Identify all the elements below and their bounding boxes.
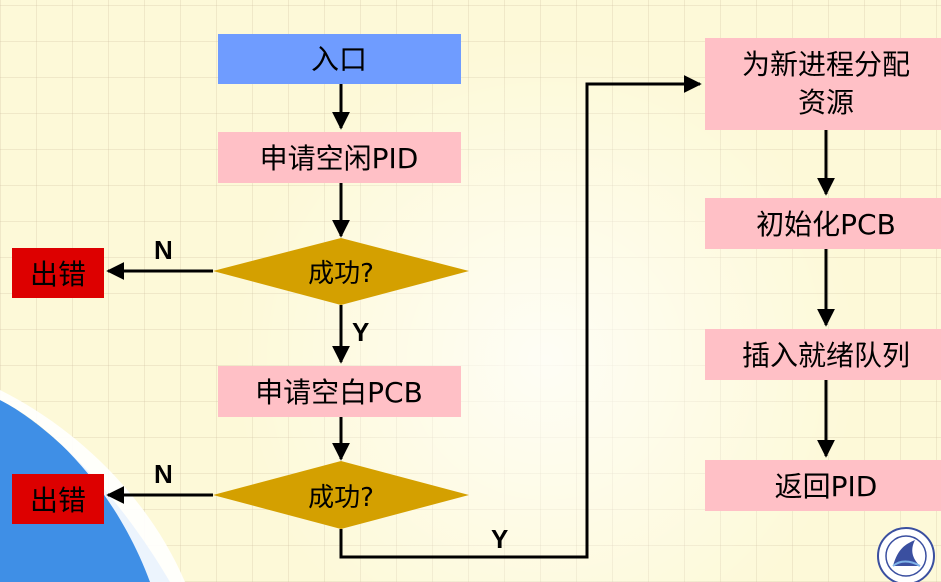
check1-decision [213,238,469,305]
error2-label: 出错 [30,484,86,517]
return-pid-label: 返回PID [775,470,878,503]
assign-resources-label-line1: 为新进程分配 [742,48,910,81]
edge-check2-to-assign [339,75,702,559]
edge-label-y2: Y [491,524,508,554]
error1-node [12,248,104,298]
check1-label: 成功? [308,259,374,289]
return-pid-node [705,460,941,511]
entry-label: 入口 [311,43,367,76]
insert-ready-node [705,329,941,380]
alloc-pid-label: 申请空闲PID [260,142,419,175]
insert-ready-label: 插入就绪队列 [742,339,910,372]
error2-node [12,474,104,524]
check2-label: 成功? [308,483,374,513]
entry-node [218,34,461,84]
alloc-pcb-label: 申请空白PCB [255,376,423,409]
assign-resources-node [705,38,941,130]
alloc-pcb-node [218,366,461,417]
check2-decision [213,461,469,529]
edge-label-n1: N [154,235,173,265]
edge-label-n2: N [154,459,173,489]
edge-label-y1: Y [352,317,369,347]
alloc-pid-node [218,132,461,183]
assign-resources-label-line2: 资源 [798,86,854,119]
init-pcb-label: 初始化PCB [756,208,896,241]
error1-label: 出错 [30,258,86,291]
init-pcb-node [705,198,941,249]
university-seal-icon [877,527,935,582]
decorative-wave-highlight [0,390,185,582]
